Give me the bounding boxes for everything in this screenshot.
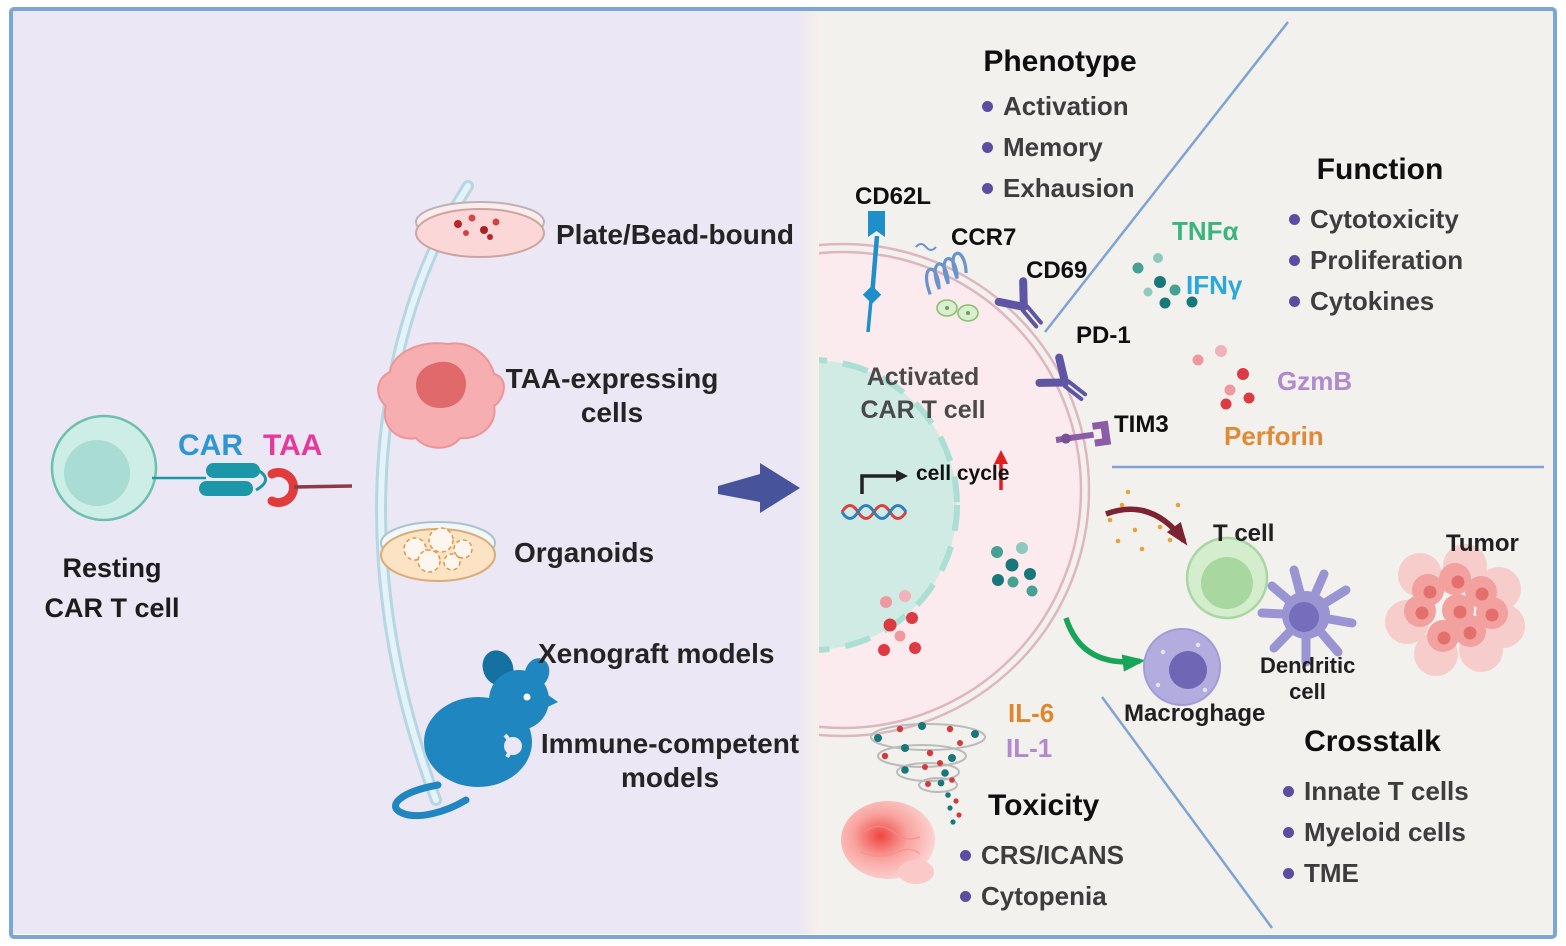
brain-icon: [841, 801, 935, 884]
stimulation-arc: [375, 180, 474, 806]
t-cell-icon: [1185, 536, 1269, 620]
tnfa-label: TNFα: [1172, 216, 1239, 246]
phenotype-title: Phenotype: [983, 45, 1137, 78]
dna-icon: [840, 504, 908, 520]
bullet-dot: [982, 101, 993, 112]
arrow-to-macrophage: [1063, 617, 1146, 672]
t-cell-label: T cell: [1213, 520, 1275, 547]
method-taa-expressing: TAA-expressing cells: [505, 363, 719, 428]
bullet-dot: [1289, 214, 1300, 225]
activated-car-t-cell-icon: [819, 242, 1091, 738]
bullet-dot: [1283, 868, 1294, 879]
activated-cell-label-line2: CAR T cell: [860, 396, 986, 424]
phenotype-item-exhausion: Exhausion: [982, 173, 1134, 204]
receptor-label-tim3: TIM3: [1114, 411, 1169, 438]
crosstalk-title: Crosstalk: [1304, 725, 1441, 758]
mouse-icon: [392, 650, 558, 820]
divider-phenotype-function: [1044, 21, 1289, 333]
bullet-dot: [982, 183, 993, 194]
ccr7-vesicles: [936, 299, 979, 322]
gzmb-label: GzmB: [1277, 366, 1353, 396]
perforin-label: Perforin: [1224, 421, 1324, 451]
bead-dots: [454, 214, 500, 240]
organoid-blobs: [403, 527, 473, 573]
car-receptor-icon: [199, 463, 267, 496]
cytokine-storm-icon: [870, 722, 986, 825]
receptor-label-cd62l: CD62L: [855, 183, 932, 210]
bullet-dot: [982, 142, 993, 153]
taa-antigen-icon: [267, 468, 353, 507]
toxicity-item-cytopenia: Cytopenia: [960, 881, 1107, 912]
method-organoids: Organoids: [514, 537, 655, 568]
receptor-label-cd69: CD69: [1026, 257, 1088, 284]
cd62l-receptor-icon: [862, 211, 885, 333]
ccr7-receptor-icon: [915, 243, 979, 322]
divider-toxicity-crosstalk: [1100, 696, 1274, 929]
toxicity-title: Toxicity: [988, 789, 1100, 822]
method-plate-bead: Plate/Bead-bound: [556, 219, 795, 250]
il6-label: IL-6: [1008, 698, 1055, 728]
function-title: Function: [1316, 153, 1444, 186]
crosstalk-item-myeloid: Myeloid cells: [1283, 817, 1466, 848]
tim3-receptor-icon: [1055, 420, 1112, 447]
tnfa-ifng-dots: [1132, 253, 1198, 309]
petri-dish-plate-icon: [415, 201, 545, 258]
nucleus: [819, 357, 960, 653]
tumor-icon: [1385, 544, 1525, 676]
method-xenograft: Xenograft models: [538, 638, 775, 669]
transition-arrow: [718, 463, 800, 513]
red-granule-dots-inner: [878, 590, 921, 656]
function-item-cytotoxicity: Cytotoxicity: [1289, 204, 1459, 235]
figure-frame: [9, 7, 1557, 939]
activated-cell-label-line1: Activated: [866, 363, 980, 391]
macrophage-label: Macroghage: [1124, 700, 1266, 727]
dendritic-cell-label: Dendritic cell: [1260, 653, 1356, 704]
taa-label: TAA: [263, 429, 323, 462]
resting-car-t-cell-icon: [50, 414, 206, 522]
function-item-cytokines: Cytokines: [1289, 286, 1434, 317]
car-label: CAR: [178, 429, 243, 462]
storm-dots: [874, 722, 979, 825]
crosstalk-item-tme: TME: [1283, 858, 1359, 889]
resting-cell-label: Resting CAR T cell: [44, 553, 180, 623]
arrow-to-t-cell: [1105, 506, 1188, 546]
il1-label: IL-1: [1006, 733, 1053, 763]
cell-cycle-label: cell cycle: [916, 462, 1010, 485]
ifng-label: IFNγ: [1186, 270, 1243, 300]
receptor-label-ccr7: CCR7: [951, 224, 1017, 251]
method-immune-competent: Immune-competent models: [540, 728, 800, 793]
bullet-dot: [960, 891, 971, 902]
toxicity-item-crs: CRS/ICANS: [960, 840, 1124, 871]
transcription-arrow-icon: [860, 470, 908, 494]
bullet-dot: [1283, 786, 1294, 797]
bullet-dot: [1289, 255, 1300, 266]
panel-junction: [799, 11, 819, 934]
function-item-proliferation: Proliferation: [1289, 245, 1463, 276]
bullet-dot: [1289, 296, 1300, 307]
bullet-dot: [960, 850, 971, 861]
crosstalk-item-innate: Innate T cells: [1283, 776, 1469, 807]
taa-expressing-cell-icon: [377, 342, 505, 449]
cell-cycle-up-arrow: [994, 450, 1008, 490]
macrophage-icon: [1143, 628, 1221, 706]
teal-cytokine-dots-inner: [991, 542, 1038, 597]
tumor-label: Tumor: [1446, 530, 1519, 557]
phenotype-item-memory: Memory: [982, 132, 1103, 163]
receptor-label-pd1: PD-1: [1076, 322, 1131, 349]
dendritic-cell-icon: [1257, 565, 1357, 667]
bullet-dot: [1283, 827, 1294, 838]
gzmb-perforin-dots: [1192, 345, 1255, 410]
phenotype-item-activation: Activation: [982, 91, 1129, 122]
organoids-dish-icon: [380, 521, 496, 582]
